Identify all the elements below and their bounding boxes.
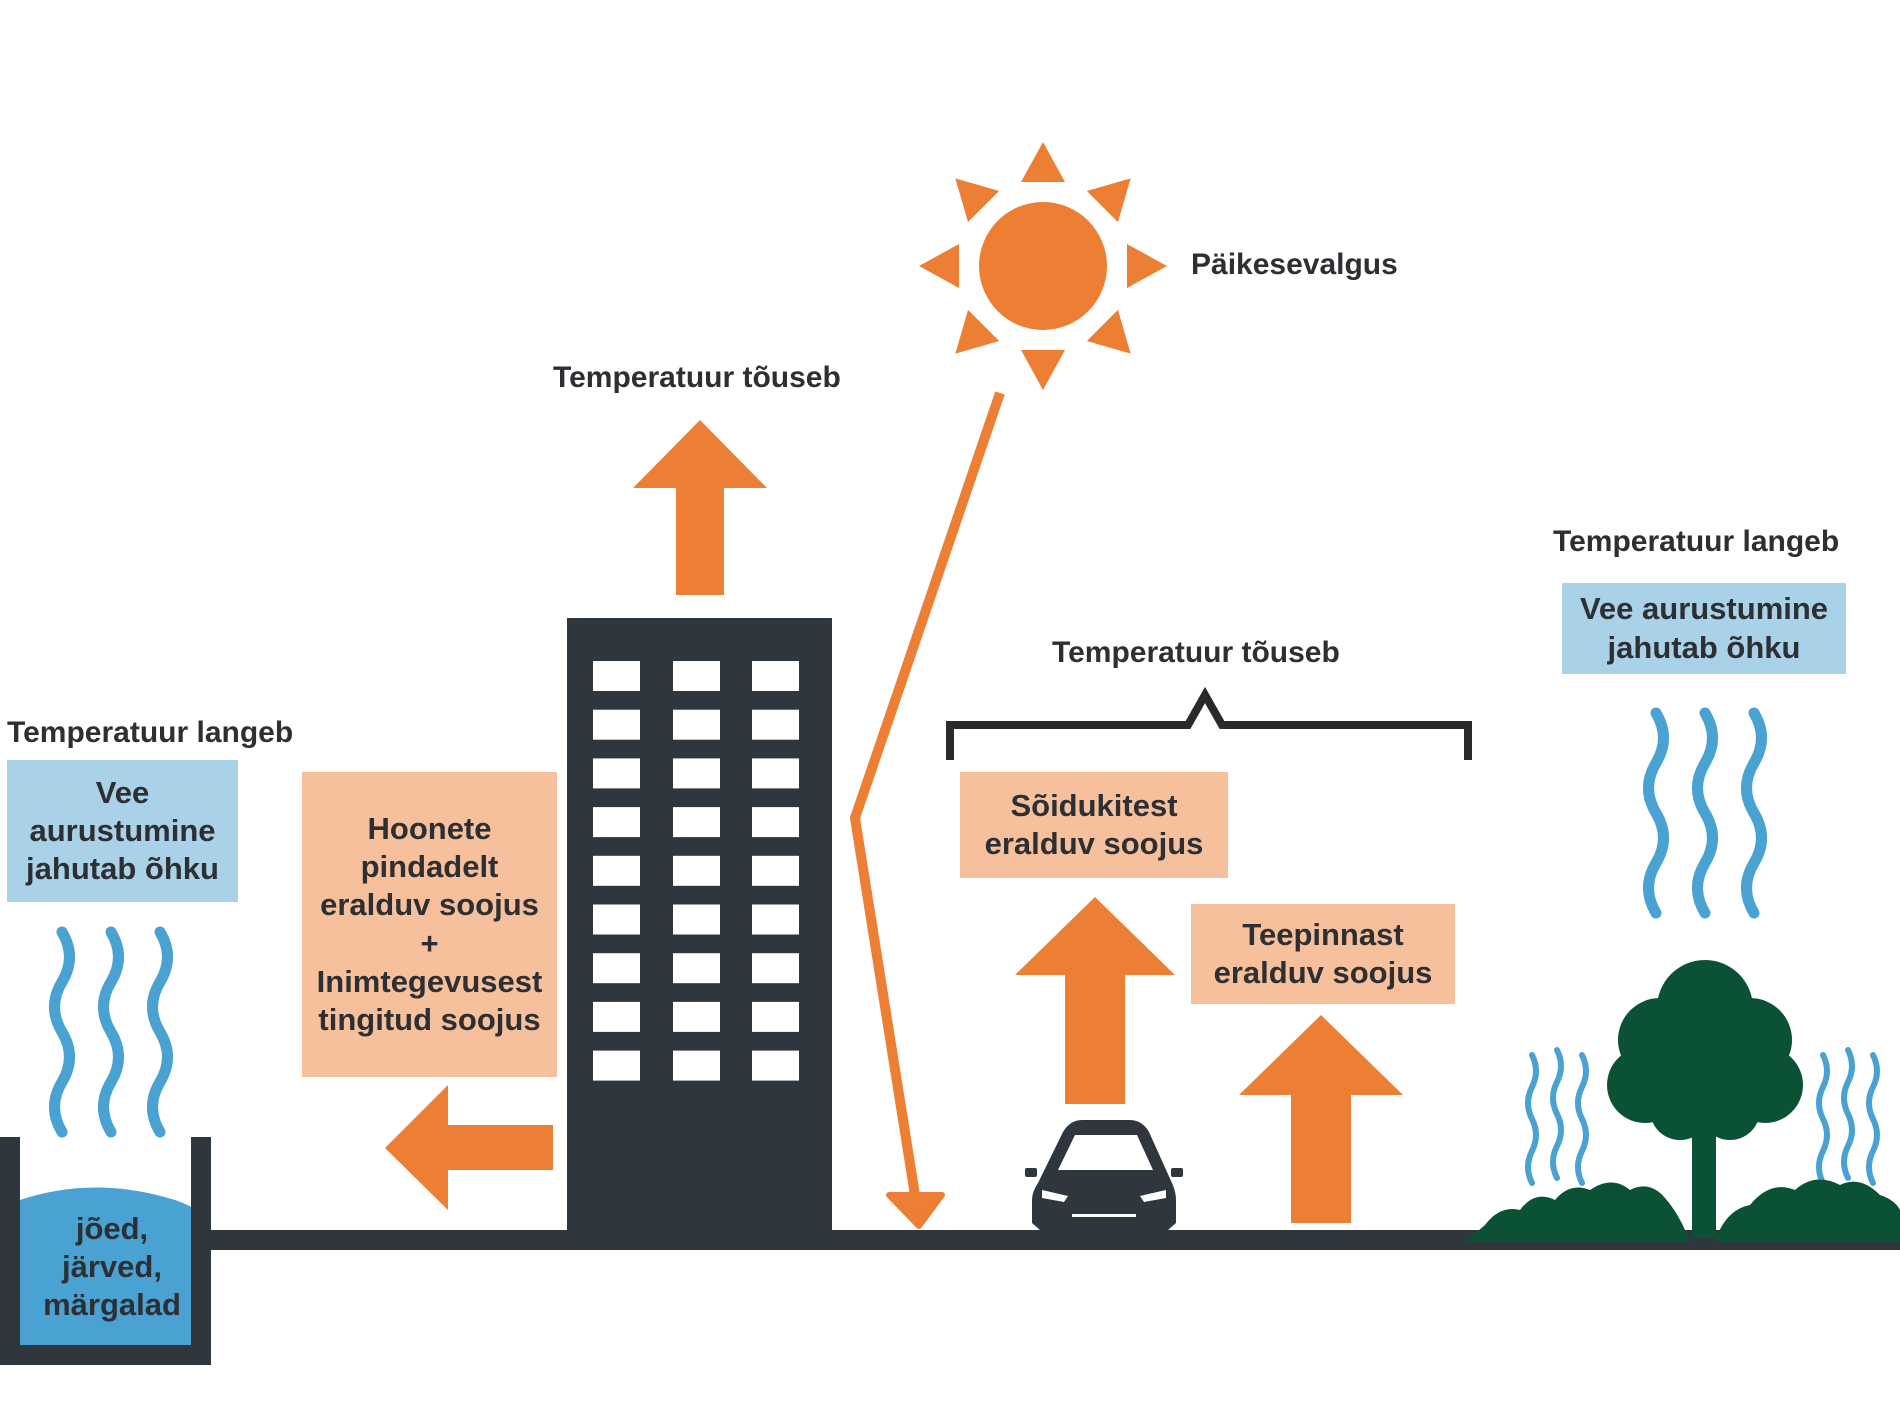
box-line: Sõidukitest bbox=[1010, 787, 1178, 823]
box-line: aurustumine bbox=[29, 812, 216, 848]
window bbox=[593, 709, 640, 740]
water-line: järved, bbox=[62, 1249, 162, 1285]
window bbox=[752, 807, 799, 838]
window bbox=[593, 953, 640, 984]
window bbox=[752, 953, 799, 984]
window bbox=[673, 661, 720, 691]
window bbox=[752, 661, 799, 691]
sun-ray bbox=[1021, 142, 1065, 182]
window bbox=[752, 1001, 799, 1032]
box-line: tingitud soojus bbox=[318, 1001, 541, 1037]
box-line: pindadelt bbox=[360, 849, 499, 885]
window bbox=[673, 1050, 720, 1081]
window bbox=[673, 758, 720, 789]
arrow-up-icon bbox=[1239, 1015, 1403, 1223]
arrow-up-icon bbox=[633, 420, 767, 595]
building-heat-box: Hoonete pindadelt eralduv soojus + Inimt… bbox=[302, 772, 557, 1077]
window bbox=[752, 904, 799, 935]
window bbox=[752, 758, 799, 789]
sun-ray bbox=[1086, 178, 1131, 223]
vehicle-heat-box: Sõidukitest eralduv soojus bbox=[960, 772, 1228, 878]
evaporation-cools-air-box-left: Vee aurustumine jahutab õhku bbox=[7, 760, 238, 902]
sun-ray bbox=[955, 178, 1000, 223]
sun-icon bbox=[919, 142, 1167, 390]
bushes bbox=[1465, 1179, 1900, 1242]
window bbox=[593, 661, 640, 691]
window bbox=[593, 807, 640, 838]
temperature-falls-right-label: Temperatuur langeb bbox=[1553, 525, 1840, 558]
window bbox=[593, 904, 640, 935]
sun-ray bbox=[955, 309, 1000, 354]
road-heat-box: Teepinnast eralduv soojus bbox=[1191, 904, 1455, 1004]
building-icon bbox=[567, 618, 832, 1233]
box-line: Vee bbox=[95, 774, 150, 810]
box-line: Vee aurustumine bbox=[1579, 591, 1829, 627]
box-line: Teepinnast bbox=[1242, 916, 1404, 952]
window bbox=[593, 1001, 640, 1032]
water-line: jõed, bbox=[75, 1211, 149, 1246]
box-line: jahutab õhku bbox=[1607, 629, 1801, 665]
window bbox=[752, 709, 799, 740]
window bbox=[593, 1050, 640, 1081]
box-line: Inimtegevusest bbox=[316, 963, 543, 999]
road-bracket bbox=[946, 686, 1472, 760]
window bbox=[673, 709, 720, 740]
window bbox=[752, 1050, 799, 1081]
box-line: eralduv soojus bbox=[984, 826, 1204, 861]
sun-ray bbox=[1086, 309, 1131, 354]
evaporation-wave-icon bbox=[1525, 1047, 1880, 1186]
sun-ray bbox=[1021, 350, 1065, 390]
window bbox=[752, 855, 799, 886]
sunlight-ray bbox=[849, 391, 1005, 1229]
sun-ray bbox=[1127, 244, 1167, 288]
window bbox=[593, 855, 640, 886]
box-line: + bbox=[420, 925, 439, 961]
window bbox=[673, 953, 720, 984]
sunlight-label: Päikesevalgus bbox=[1191, 248, 1398, 281]
window bbox=[673, 855, 720, 886]
evaporation-wave-icon bbox=[49, 926, 173, 1138]
window bbox=[673, 1001, 720, 1032]
water-body-label: jõed, järved, märgalad bbox=[22, 1210, 202, 1324]
evaporation-wave-icon bbox=[1643, 707, 1767, 919]
sun-ray bbox=[919, 244, 959, 288]
temperature-rises-road-label: Temperatuur tõuseb bbox=[1052, 636, 1340, 669]
box-line: eralduv soojus bbox=[320, 887, 539, 923]
car-icon bbox=[1025, 1120, 1183, 1230]
arrow-up-icon bbox=[1015, 897, 1175, 1104]
box-line: eralduv soojus bbox=[1213, 955, 1433, 990]
window bbox=[593, 758, 640, 789]
window bbox=[673, 807, 720, 838]
water-line: märgalad bbox=[43, 1287, 181, 1323]
water-basin bbox=[0, 1137, 211, 1365]
temperature-falls-left-label: Temperatuur langeb bbox=[7, 716, 294, 749]
window bbox=[673, 904, 720, 935]
box-line: jahutab õhku bbox=[26, 851, 219, 887]
tree-icon bbox=[1607, 960, 1803, 1238]
box-line: Hoonete bbox=[367, 811, 492, 847]
evaporation-cools-air-box-right: Vee aurustumine jahutab õhku bbox=[1562, 583, 1846, 674]
arrow-left-icon bbox=[385, 1085, 553, 1210]
temperature-rises-building-label: Temperatuur tõuseb bbox=[553, 361, 841, 394]
